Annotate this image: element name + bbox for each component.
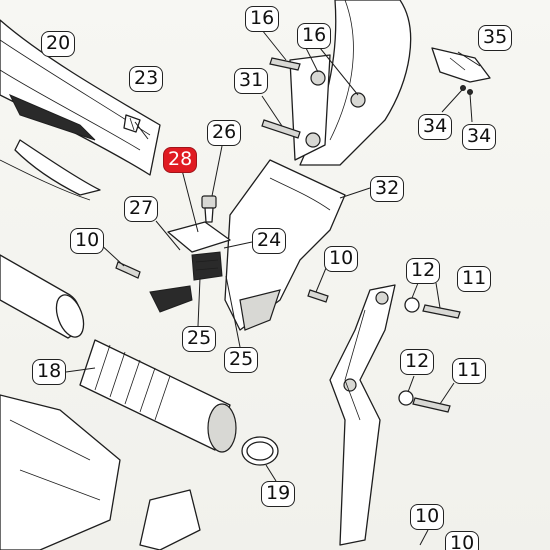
callout-10-a: 10 — [70, 228, 105, 254]
callout-35: 35 — [478, 25, 513, 51]
callout-28-highlighted: 28 — [163, 147, 198, 173]
callout-23: 23 — [129, 66, 164, 92]
leader-lines — [65, 29, 481, 546]
lever-part — [149, 285, 193, 313]
rear-frame-part — [0, 19, 161, 201]
callout-12-a: 12 — [406, 258, 441, 284]
callout-26: 26 — [207, 120, 242, 146]
callout-18: 18 — [32, 359, 67, 385]
callout-31: 31 — [234, 68, 269, 94]
o-ring-part — [241, 436, 279, 466]
callout-19: 19 — [261, 481, 296, 507]
callout-24: 24 — [252, 228, 287, 254]
callout-11-b: 11 — [452, 358, 487, 384]
muffler-tube — [0, 254, 85, 339]
clip-part — [123, 114, 141, 133]
callout-10-c: 10 — [410, 504, 445, 530]
callout-32: 32 — [370, 176, 405, 202]
callout-10-b: 10 — [324, 246, 359, 272]
subframe-part — [289, 0, 412, 166]
callout-12-b: 12 — [400, 349, 435, 375]
footpeg-bracket — [329, 284, 396, 546]
callout-16-a: 16 — [245, 6, 280, 32]
callout-25-b: 25 — [224, 347, 259, 373]
callout-27: 27 — [124, 196, 159, 222]
bolts-right — [307, 289, 461, 413]
bolt-26 — [201, 195, 217, 223]
callout-16-b: 16 — [297, 23, 332, 49]
engine-part — [0, 394, 201, 550]
callout-34-b: 34 — [462, 124, 497, 150]
callout-20: 20 — [41, 31, 76, 57]
callout-10-d: 10 — [445, 531, 480, 550]
plate-assembly — [167, 221, 231, 281]
clamp-part — [431, 47, 491, 95]
shock-absorber — [79, 339, 237, 453]
bolts-16-31 — [261, 57, 301, 139]
bolt-10-left — [115, 261, 141, 279]
callout-25-a: 25 — [182, 326, 217, 352]
callout-34-a: 34 — [418, 114, 453, 140]
callout-11-a: 11 — [457, 266, 492, 292]
